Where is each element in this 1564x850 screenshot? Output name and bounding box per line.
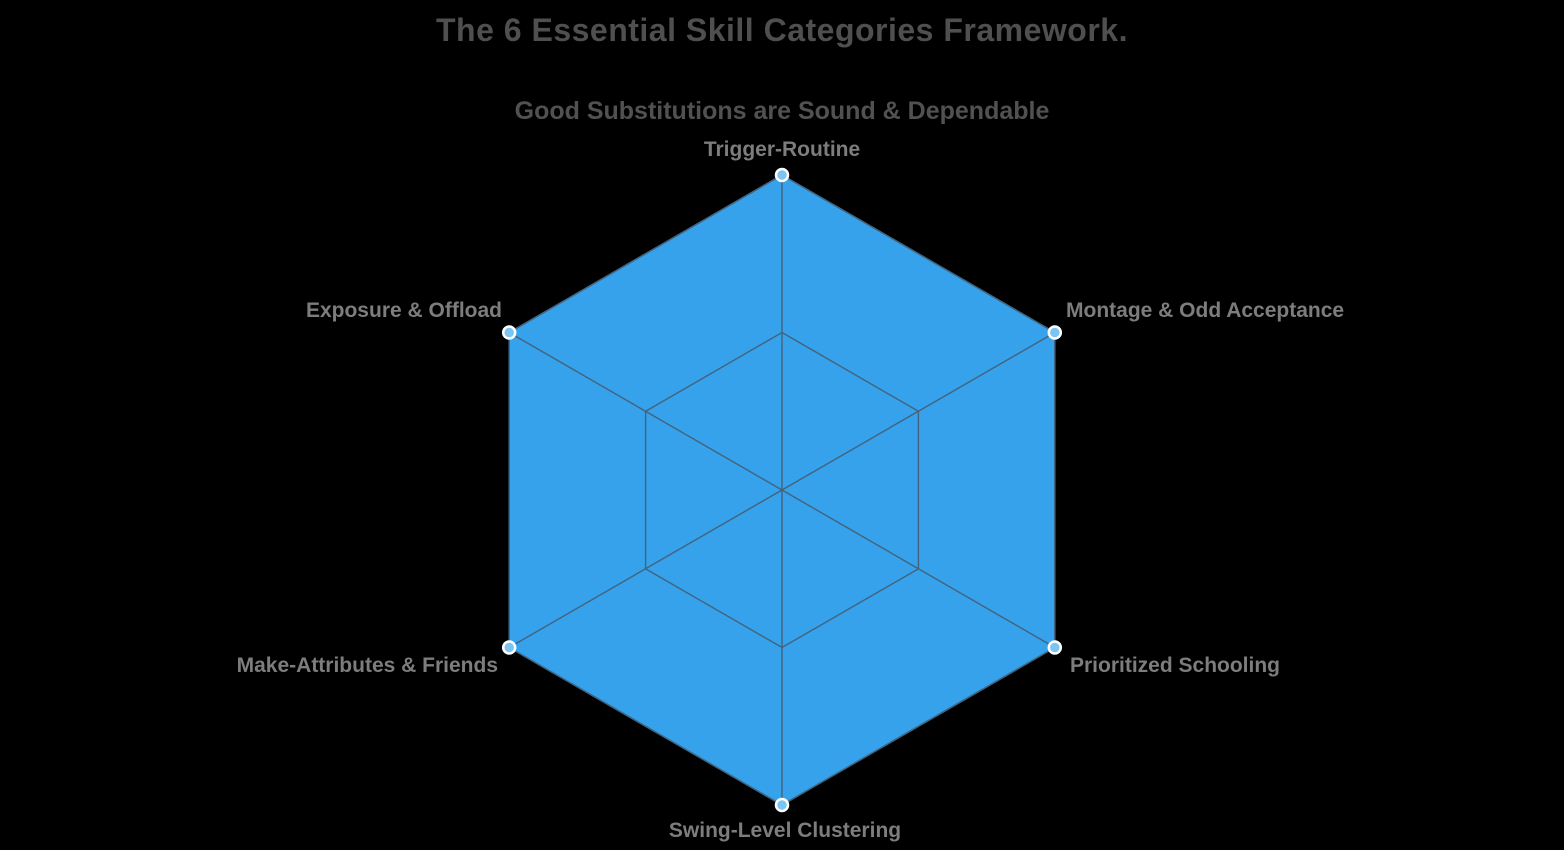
radar-point-marker-1 — [1047, 325, 1063, 340]
axis-label-make-attributes-friends: Make-Attributes & Friends — [236, 654, 498, 677]
radar-axis-spoke-1 — [781, 331, 1056, 491]
radar-axis-spoke-2 — [781, 489, 1056, 649]
axis-label-trigger-routine: Trigger-Routine — [703, 138, 861, 161]
axis-label-montage-odd-acceptance: Montage & Odd Acceptance — [1066, 299, 1345, 322]
radar-point-marker-3 — [774, 797, 790, 813]
radar-point-marker-5 — [501, 325, 517, 340]
chart-title: The 6 Essential Skill Categories Framewo… — [436, 12, 1128, 48]
radar-point-marker-2 — [1047, 640, 1063, 655]
radar-point-marker-0 — [774, 167, 790, 183]
radar-point-marker-4 — [501, 640, 517, 655]
radar-axis-spoke-5 — [508, 331, 783, 491]
axis-label-prioritized-schooling: Prioritized Schooling — [1070, 654, 1281, 677]
radar-axis-spoke-4 — [508, 489, 783, 649]
axis-label-exposure-offload: Exposure & Offload — [305, 299, 502, 322]
axis-label-swing-level-clustering: Swing-Level Clustering — [668, 819, 902, 842]
chart-subtitle: Good Substitutions are Sound & Dependabl… — [514, 97, 1050, 125]
